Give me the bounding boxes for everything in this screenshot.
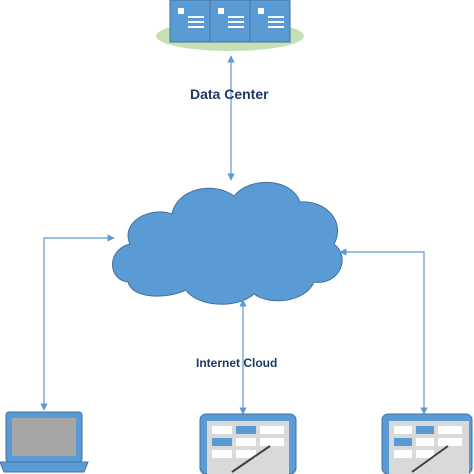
laptop-icon xyxy=(0,411,89,473)
server-unit-1 xyxy=(169,0,211,43)
tablet-icon xyxy=(199,413,297,474)
data-center-label: Data Center xyxy=(190,86,269,102)
server-rack-icon xyxy=(156,0,304,51)
connection-arrows xyxy=(40,55,428,415)
internet-cloud-label: Internet Cloud xyxy=(196,356,278,370)
arrow-cloud-tablet-right xyxy=(339,248,428,415)
arrow-cloud-laptop xyxy=(40,234,115,411)
tablet-icon xyxy=(381,413,473,474)
server-unit-2 xyxy=(209,0,251,43)
server-unit-3 xyxy=(249,0,291,43)
cloud-icon xyxy=(112,182,343,305)
